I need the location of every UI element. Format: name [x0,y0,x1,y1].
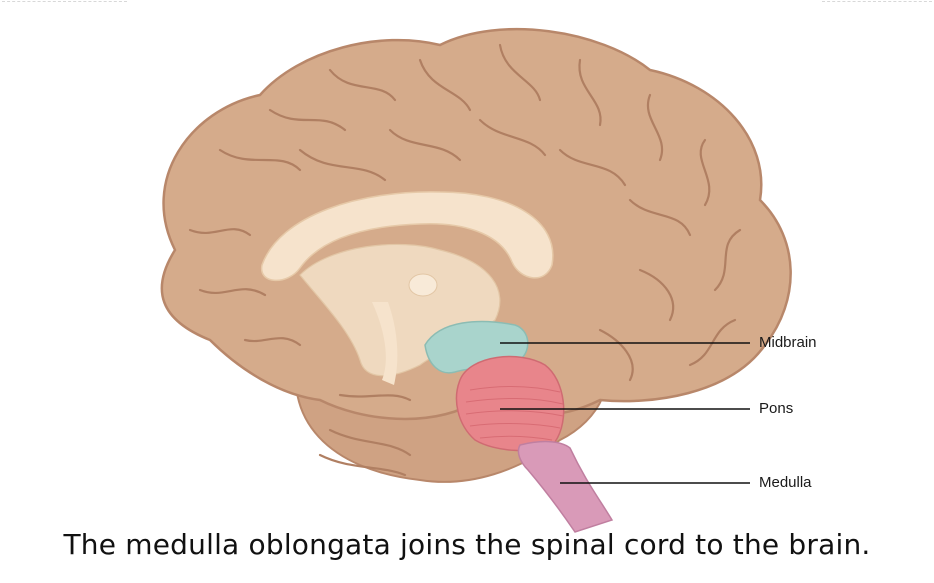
caption: The medulla oblongata joins the spinal c… [0,528,934,561]
pons-label: Pons [759,400,793,417]
medulla-shape [518,442,612,532]
medulla-label: Medulla [759,474,812,491]
midbrain-label: Midbrain [759,334,817,351]
